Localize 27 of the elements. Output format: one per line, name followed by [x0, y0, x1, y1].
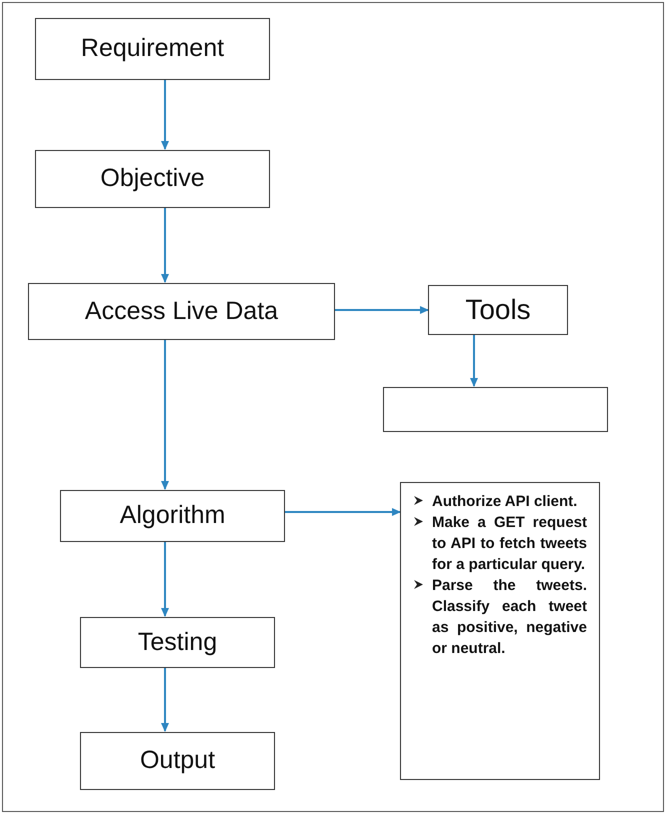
process-box	[80, 617, 275, 668]
box-label: Algorithm	[120, 500, 226, 532]
box-label: Access Live Data	[84, 296, 278, 327]
arrow	[335, 306, 429, 314]
process-box	[428, 285, 568, 335]
box-label: Objective	[100, 163, 205, 194]
arrow	[161, 340, 169, 490]
arrow	[285, 508, 401, 516]
process-box	[35, 18, 270, 80]
box-label: Testing	[138, 626, 218, 658]
process-box	[80, 732, 275, 790]
notes-box	[400, 482, 600, 780]
process-box	[60, 490, 285, 542]
box-label: Tools	[465, 293, 531, 327]
process-box	[35, 150, 270, 208]
arrow	[161, 542, 169, 617]
box-label: Output	[140, 745, 216, 776]
bullet-text: Parse the tweets. Classify each tweet as positive, negative or neutral.	[432, 576, 587, 659]
bullet-text: Make a GET request to API to fetch tweets for a particular query.	[432, 513, 587, 575]
empty-box	[383, 387, 608, 432]
arrow	[161, 668, 169, 732]
arrow	[161, 80, 169, 150]
process-box	[28, 283, 335, 340]
arrow	[161, 208, 169, 283]
arrow	[470, 335, 478, 387]
bullet-text: Authorize API client.	[432, 492, 578, 512]
box-label: Requirement	[80, 33, 224, 64]
